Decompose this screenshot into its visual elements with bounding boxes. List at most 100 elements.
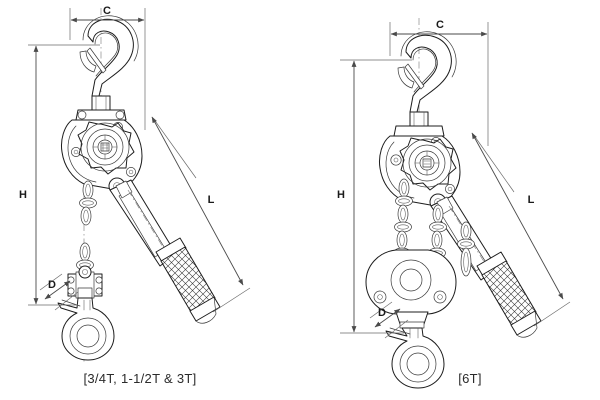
right-bottom-hook (385, 327, 445, 389)
wheel-center-nut (422, 158, 432, 168)
hook-shank (409, 111, 429, 127)
dim-label-c-left: C (103, 5, 111, 17)
saddle-bolt-left (77, 110, 87, 120)
bottom-hook-outline (385, 327, 445, 389)
bottom-hook-inner-circle (399, 345, 437, 383)
left-dimensions: C H L D (19, 5, 251, 313)
chain-link-hole (401, 181, 407, 195)
left-figure-caption: [3/4T, 1-1/2T & 3T] (83, 371, 196, 386)
d-ext-2 (384, 319, 409, 339)
saddle-bolt-right (115, 110, 125, 120)
bottom-hook-shank-lines (409, 327, 419, 339)
wheel-center-nut (100, 142, 110, 152)
frame-bolt-left (390, 154, 402, 166)
lever-selector-stub (115, 180, 133, 199)
hook-shank (91, 95, 111, 111)
hand-wheel (399, 137, 457, 191)
right-load-chain-right (428, 204, 475, 277)
hook-point (397, 66, 415, 89)
chain-link-hole (82, 200, 94, 206)
frame-bolt-lower-hole (128, 169, 134, 175)
chain-link-hole (399, 233, 405, 247)
chain-link-hole (397, 224, 409, 230)
chain-link-hole (432, 224, 444, 230)
d-dim-line (374, 308, 401, 328)
dim-label-l-right: L (528, 194, 535, 206)
chain-link (460, 221, 472, 241)
right-figure-caption: [6T] (458, 371, 482, 386)
pulley-bolt-left-hole (377, 294, 383, 300)
dim-label-l-left: L (208, 194, 215, 206)
hand-wheel (77, 121, 135, 175)
pulley-outer-ring (390, 259, 432, 301)
grip-end-cap (189, 296, 221, 322)
frame-bolt-left-hole (393, 157, 399, 163)
chain-link-long (460, 247, 472, 277)
left-load-chain (76, 180, 97, 271)
chain-link (397, 204, 409, 224)
chain-link (431, 230, 443, 250)
chain-link-hole (460, 241, 472, 247)
yoke-bolt-3 (67, 287, 75, 295)
d-ext-2 (54, 291, 79, 311)
chain-link (432, 204, 444, 224)
chain-link (82, 180, 94, 200)
yoke-bolt-4 (95, 287, 103, 295)
hand-wheel-rim (402, 138, 452, 188)
chain-link-hole (82, 245, 88, 259)
l-ext-bottom (533, 301, 571, 327)
yoke-window (77, 287, 93, 299)
chain-link (79, 242, 91, 262)
left-bottom-hook-yoke (67, 265, 103, 299)
hook-point (79, 50, 97, 73)
bottom-hook-shank-lines (83, 299, 91, 311)
wheel-nut-detail (101, 142, 109, 152)
chain-link-hole (398, 198, 410, 204)
chain-link-hole (83, 209, 89, 223)
hook-inner-curve (412, 48, 437, 93)
pulley-bolt-left (373, 290, 387, 304)
yoke-bolt-2 (95, 276, 103, 284)
chain-link-hole (85, 183, 91, 197)
hand-wheel-inner-rim (408, 144, 446, 182)
dim-label-c-right: C (436, 19, 444, 31)
chain-link (396, 230, 408, 250)
bottom-hook-throat (406, 352, 430, 376)
pulley-bolt-right-hole (437, 294, 443, 300)
dim-label-h-left: H (19, 189, 27, 201)
chain-link (79, 197, 97, 209)
grip-end-round (195, 296, 217, 324)
chain-link (398, 178, 410, 198)
grip-end-round (516, 310, 538, 338)
chain-link (395, 195, 413, 207)
saddle-plate (393, 125, 445, 137)
bottom-hook-inner-circle (69, 317, 107, 355)
hand-wheel-spokes (92, 134, 118, 160)
chain-link (394, 221, 412, 233)
chain-link-hole (463, 224, 469, 238)
chain-link-long-hole (463, 251, 469, 273)
l-dim-line (151, 116, 244, 286)
hand-wheel-rim (80, 122, 130, 172)
left-bottom-hook (57, 297, 115, 361)
chain-link-hole (435, 207, 441, 221)
pulley-bolt-right (433, 290, 447, 304)
hand-wheel-inner-rim (86, 128, 124, 166)
left-figure: C H L D [3/4T, 1-1/2T & 3T] (19, 5, 251, 386)
bottom-hook-throat (76, 324, 100, 348)
frame-bolt-left-hole (73, 149, 79, 155)
dim-label-d-right: D (378, 307, 386, 319)
chain-link (80, 206, 92, 226)
dim-label-d-left: D (48, 279, 56, 291)
left-body-housing (61, 109, 143, 195)
frame-bolt-lower (126, 167, 136, 177)
chain-link-hole (434, 233, 440, 247)
right-figure: C H L D [6T] (337, 18, 571, 389)
pulley-hub (399, 268, 423, 292)
l-ext-bottom (212, 287, 251, 313)
frame-bolt-lower (445, 184, 455, 194)
pulley-hook-collar (399, 321, 425, 329)
hook-latch (86, 47, 107, 74)
